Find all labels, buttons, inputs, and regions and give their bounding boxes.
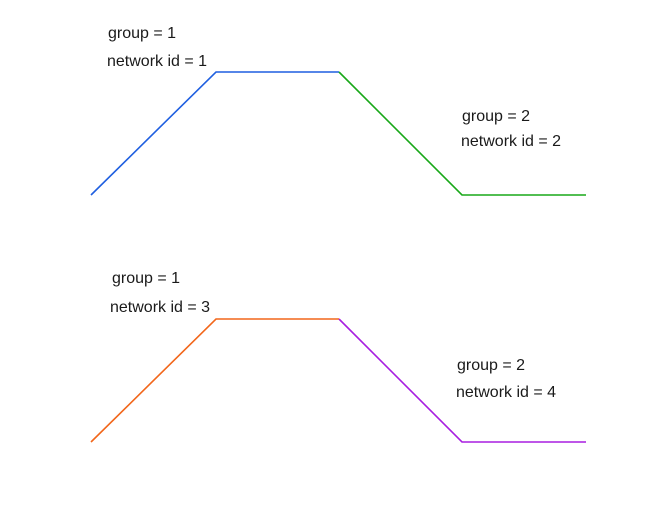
label-network-4: group = 2 network id = 4 bbox=[456, 357, 556, 401]
group-label: group = 1 bbox=[108, 25, 176, 42]
label-network-3: group = 1 network id = 3 bbox=[110, 270, 210, 316]
group-label: group = 1 bbox=[112, 270, 180, 287]
group-label: group = 2 bbox=[462, 108, 530, 125]
network-1-segment bbox=[90, 71, 339, 196]
group-label: group = 2 bbox=[457, 357, 525, 374]
label-network-2: group = 2 network id = 2 bbox=[461, 108, 561, 150]
network-4-segment bbox=[338, 318, 586, 443]
label-network-1: group = 1 network id = 1 bbox=[107, 25, 207, 70]
network-id-label: network id = 2 bbox=[461, 133, 561, 150]
network-id-label: network id = 4 bbox=[456, 384, 556, 401]
network-3-segment bbox=[90, 318, 339, 443]
network-id-label: network id = 1 bbox=[107, 53, 207, 70]
network-2-segment bbox=[338, 71, 586, 196]
network-id-label: network id = 3 bbox=[110, 299, 210, 316]
